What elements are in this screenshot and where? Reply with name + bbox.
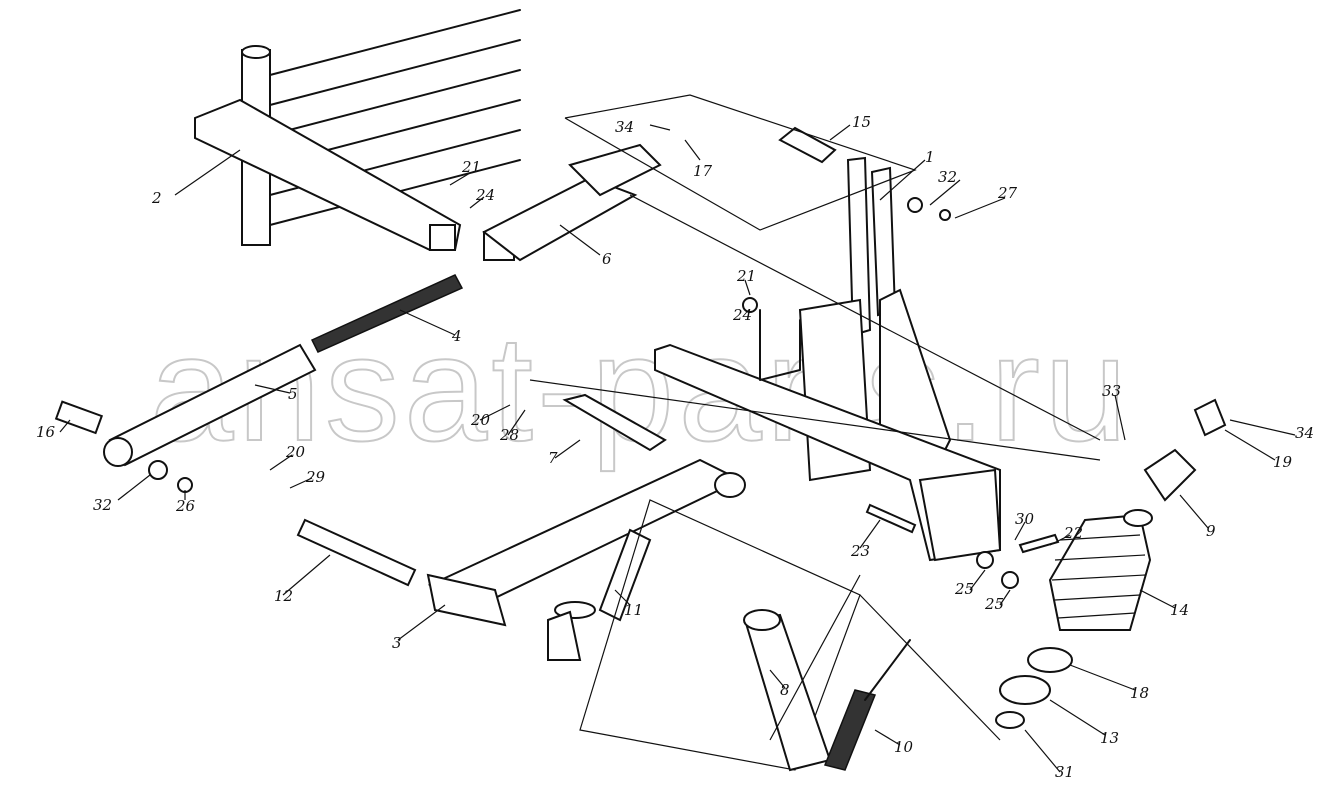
- callout-18: 18: [1130, 684, 1149, 702]
- part-4-threaded-rod: [310, 274, 464, 353]
- part-14-boot: [1048, 509, 1153, 631]
- callout-9: 9: [1206, 522, 1216, 540]
- callout-22: 22: [1063, 524, 1083, 542]
- part-32-washer: [907, 197, 923, 213]
- callout-7: 7: [548, 449, 558, 467]
- callout-11: 11: [624, 601, 643, 619]
- callout-1: 1: [925, 148, 935, 166]
- callout-26: 26: [175, 497, 196, 515]
- callout-21: 21: [461, 158, 481, 176]
- part-31-washer: [995, 711, 1025, 729]
- callout-5: 5: [288, 385, 298, 403]
- callout-labels: 15 1 17 34 21 24 2 32 27 6 21 24 4 5 16 …: [36, 113, 1314, 781]
- callout-23: 23: [850, 542, 870, 560]
- callout-21: 21: [736, 267, 756, 285]
- part-10-threaded-stud: [823, 689, 877, 771]
- part-6-tube: [482, 176, 638, 262]
- part-12-rod: [296, 518, 417, 587]
- callout-2: 2: [151, 189, 162, 207]
- callout-31: 31: [1055, 763, 1074, 781]
- callout-27: 27: [997, 184, 1018, 202]
- callout-34: 34: [1295, 424, 1314, 442]
- part-7-bracket: [562, 393, 667, 452]
- part-9-yoke: [1143, 448, 1197, 502]
- part-6-bracket: [568, 143, 662, 197]
- callout-24: 24: [475, 186, 495, 204]
- watermark: ansat-parts.ru: [150, 304, 1131, 472]
- callout-28: 28: [499, 426, 519, 444]
- callout-20: 20: [470, 411, 491, 429]
- callout-32: 32: [93, 496, 112, 514]
- callout-10: 10: [894, 738, 914, 756]
- part-18-ring: [1027, 647, 1073, 673]
- callout-17: 17: [693, 162, 713, 180]
- callout-3: 3: [392, 634, 402, 652]
- callout-25: 25: [954, 580, 974, 598]
- part-27-washer: [939, 209, 951, 221]
- callout-12: 12: [274, 587, 293, 605]
- callout-30: 30: [1015, 510, 1035, 528]
- part-2-rake-frame: [194, 9, 521, 261]
- callout-32: 32: [938, 168, 957, 186]
- callout-13: 13: [1100, 729, 1119, 747]
- part-11-cylinder: [598, 528, 652, 622]
- callout-14: 14: [1170, 601, 1189, 619]
- callout-6: 6: [602, 250, 612, 268]
- part-19-fitting: [1193, 398, 1227, 437]
- callout-33: 33: [1102, 382, 1121, 400]
- callout-29: 29: [305, 468, 326, 486]
- callout-15: 15: [852, 113, 871, 131]
- callout-16: 16: [36, 423, 56, 441]
- callout-20: 20: [285, 443, 306, 461]
- part-16-pin: [54, 400, 104, 435]
- callout-8: 8: [780, 681, 790, 699]
- part-13-clamp: [999, 675, 1051, 705]
- callout-24: 24: [732, 306, 752, 324]
- callout-19: 19: [1273, 453, 1293, 471]
- callout-4: 4: [451, 327, 462, 345]
- callout-25: 25: [984, 595, 1004, 613]
- callout-34: 34: [615, 118, 634, 136]
- part-15-pin: [778, 126, 837, 164]
